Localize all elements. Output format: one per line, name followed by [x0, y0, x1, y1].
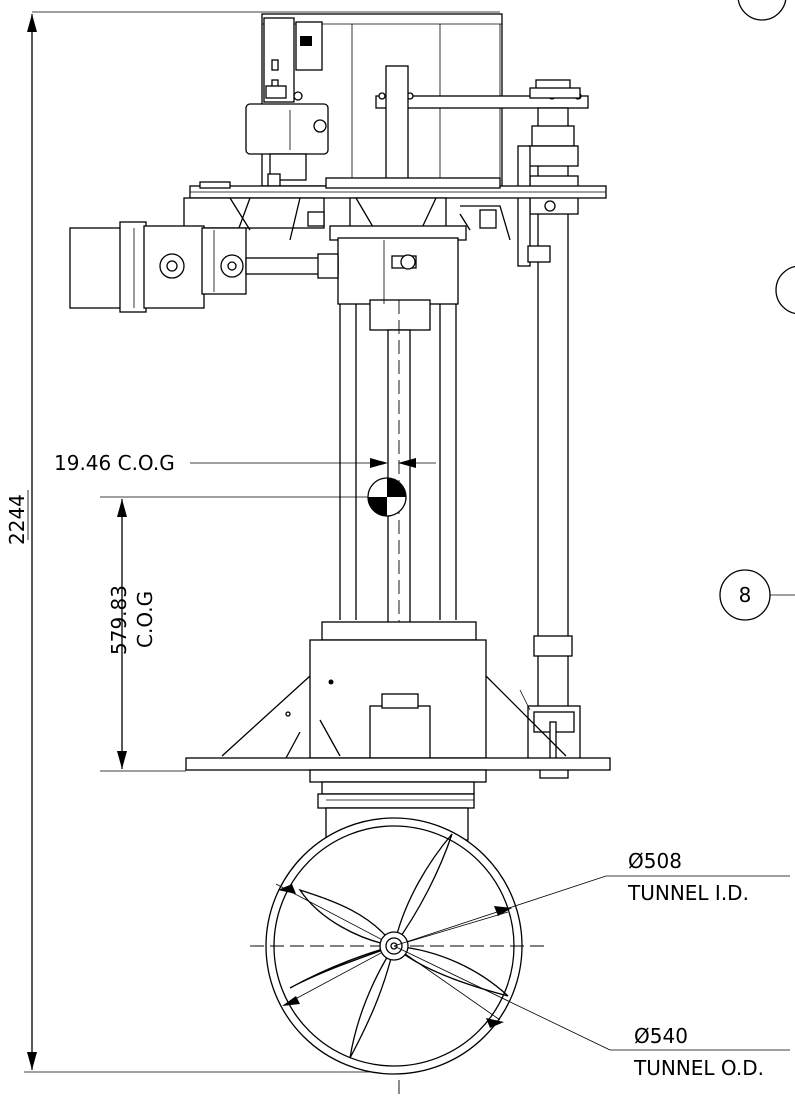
- coupling-bar: [375, 65, 589, 187]
- tunnel-id-value: Ø508: [628, 849, 682, 873]
- partial-balloon-middle: [775, 265, 795, 315]
- lower-flange-stack: [309, 769, 487, 841]
- gear-drive-section: [183, 197, 511, 331]
- upper-mounting-plate: [189, 177, 607, 199]
- balloon-number: 8: [739, 583, 752, 607]
- overall-height-label: 2244: [5, 494, 29, 545]
- base-plate: [185, 757, 611, 771]
- right-support-rod: [517, 107, 581, 779]
- item-balloon-8: 8: [719, 569, 795, 621]
- cog-offset-label: 19.46 C.O.G: [54, 451, 175, 475]
- cog-height-dimension: 579.83 C.O.G: [100, 499, 186, 772]
- partial-balloon-top: [737, 0, 787, 21]
- tunnel-od-callout: Ø540 TUNNEL O.D.: [278, 884, 790, 1080]
- tunnel-od-value: Ø540: [634, 1024, 688, 1048]
- tunnel-od-label: TUNNEL O.D.: [633, 1056, 764, 1080]
- tunnel-propeller: [250, 817, 545, 1075]
- center-of-gravity-symbol: [100, 477, 407, 517]
- tunnel-id-label: TUNNEL I.D.: [627, 881, 749, 905]
- left-motor-gearbox: [69, 221, 339, 313]
- lower-housing: [221, 621, 567, 759]
- cog-height-suffix: C.O.G: [133, 591, 157, 648]
- cog-offset-dimension: 19.46 C.O.G: [54, 451, 436, 475]
- cog-height-value: 579.83: [107, 585, 131, 655]
- tunnel-id-callout: Ø508 TUNNEL I.D.: [393, 849, 790, 947]
- overall-height-dimension: 2244: [5, 11, 500, 1073]
